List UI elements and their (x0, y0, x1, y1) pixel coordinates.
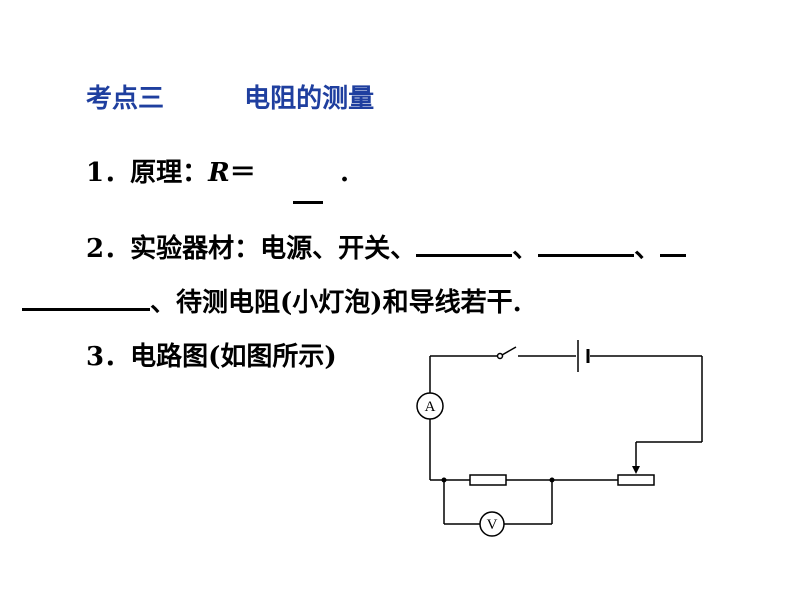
rheostat (617, 474, 655, 486)
fraction-bar (293, 201, 323, 204)
voltmeter-label: V (487, 517, 498, 533)
resistor (469, 474, 507, 486)
switch-blade (501, 346, 517, 356)
slider-arrow (632, 466, 640, 474)
blank-3-end (22, 286, 150, 311)
section-number: 考点三 (86, 84, 165, 114)
item-3-label: 电路图(如图所示) (130, 342, 337, 372)
switch-pivot (496, 352, 504, 360)
blank-1 (416, 232, 513, 257)
junction-left (441, 477, 447, 483)
item-2-continuation: 、待测电阻(小灯泡)和导线若干. (150, 288, 522, 318)
formula-variable: R (208, 158, 230, 188)
item-3-number: 3． (86, 342, 131, 372)
item-equipment-cont: 、待测电阻(小灯泡)和导线若干. (22, 286, 522, 318)
item-equipment: 2．实验器材：电源、开关、 、 、 (86, 232, 687, 264)
item-principle: 1．原理：R＝ (86, 158, 256, 188)
section-heading: 考点三 电阻的测量 (86, 84, 374, 114)
blank-2 (538, 232, 635, 257)
junction-right (549, 477, 555, 483)
blank-3-start (660, 232, 687, 257)
formula-equals: ＝ (229, 158, 256, 188)
item-1-period: . (340, 158, 350, 188)
separator-2: 、 (634, 234, 661, 264)
item-1-label: 原理： (130, 158, 209, 188)
item-1-number: 1． (86, 158, 131, 188)
section-topic: 电阻的测量 (244, 84, 375, 114)
separator-1: 、 (512, 234, 539, 264)
item-circuit: 3．电路图(如图所示) (86, 342, 337, 372)
ammeter-label: A (425, 399, 436, 415)
item-2-number: 2． (86, 234, 131, 264)
item-2-label: 实验器材：电源、开关、 (130, 234, 417, 264)
